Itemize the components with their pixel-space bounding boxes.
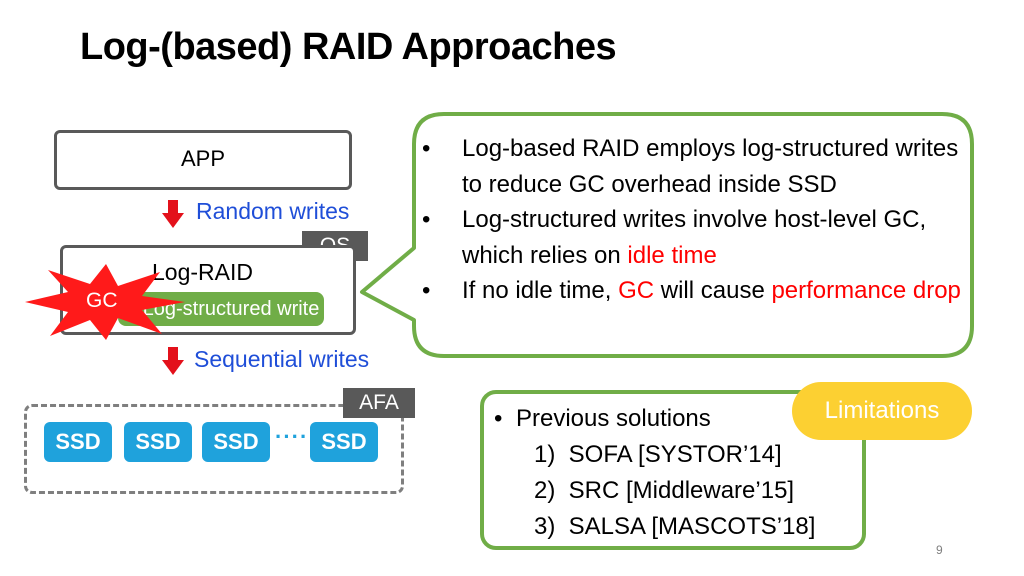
- item-number: 3): [534, 513, 556, 540]
- log-raid-label: Log-RAID: [152, 259, 253, 285]
- afa-group: [24, 404, 404, 494]
- down-arrow-icon: [162, 347, 184, 375]
- ssd-ellipsis: ····: [275, 424, 309, 449]
- bullet-text: If no idle time,: [462, 277, 619, 304]
- ssd-block: SSD: [44, 422, 112, 462]
- limitations-badge: Limitations: [792, 382, 972, 440]
- highlighted-text: performance drop: [771, 277, 961, 304]
- ssd-block: SSD: [310, 422, 378, 462]
- item-text: SALSA [MASCOTS’18]: [562, 513, 816, 540]
- previous-solution-item: 1) SOFA [SYSTOR’14]: [494, 437, 815, 473]
- bullet-text: will cause: [654, 277, 772, 304]
- callout-text: Log-based RAID employs log-structured wr…: [422, 131, 962, 309]
- callout-bullet: Log-structured writes involve host-level…: [422, 202, 962, 273]
- down-arrow-icon: [162, 200, 184, 228]
- random-writes-label: Random writes: [196, 198, 350, 224]
- gc-burst-label: GC: [86, 289, 118, 312]
- callout-bullet: Log-based RAID employs log-structured wr…: [422, 131, 962, 202]
- page-number: 9: [936, 543, 943, 557]
- item-text: SRC [Middleware’15]: [562, 477, 795, 504]
- previous-solutions-text: Previous solutions 1) SOFA [SYSTOR’14]2)…: [494, 401, 815, 545]
- app-box: [54, 130, 352, 190]
- app-label: APP: [180, 146, 226, 171]
- previous-solution-item: 3) SALSA [MASCOTS’18]: [494, 509, 815, 545]
- sequential-writes-label: Sequential writes: [194, 346, 370, 372]
- ssd-block: SSD: [202, 422, 270, 462]
- bullet-text: Log-based RAID employs log-structured wr…: [462, 135, 959, 198]
- item-number: 2): [534, 477, 556, 504]
- highlighted-text: GC: [618, 277, 655, 304]
- previous-solutions-heading: Previous solutions: [494, 401, 815, 437]
- afa-tag: AFA: [343, 388, 415, 418]
- previous-solution-item: 2) SRC [Middleware’15]: [494, 473, 815, 509]
- item-text: SOFA [SYSTOR’14]: [562, 441, 782, 468]
- ssd-block: SSD: [124, 422, 192, 462]
- bullet-text: Log-structured writes involve host-level…: [462, 206, 927, 269]
- previous-solutions-list: 1) SOFA [SYSTOR’14]2) SRC [Middleware’15…: [494, 437, 815, 545]
- slide-title: Log-(based) RAID Approaches: [80, 26, 617, 68]
- highlighted-text: idle time: [627, 241, 717, 269]
- callout-bullet: If no idle time, GC will cause performan…: [422, 273, 962, 309]
- callout-bullet-list: Log-based RAID employs log-structured wr…: [422, 131, 962, 309]
- item-number: 1): [534, 441, 556, 468]
- gc-explosion-icon: [25, 264, 185, 340]
